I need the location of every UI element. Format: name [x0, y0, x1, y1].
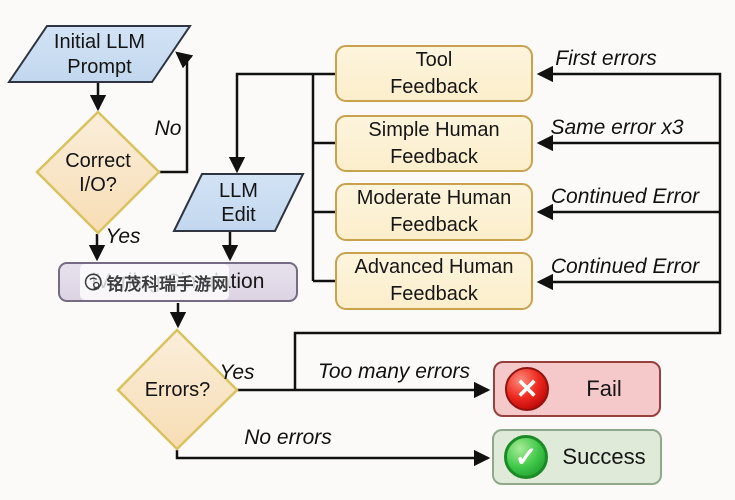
initial-prompt-line1: Initial LLM [53, 31, 146, 54]
moderate-feedback-label-line2: Feedback [390, 214, 478, 236]
edge-noerrors-to-success [175, 449, 491, 467]
correct-io-label: Correct I/O? [37, 133, 159, 213]
moderate-feedback-label-line1: Moderate Human [356, 187, 512, 209]
tool-feedback-label-line2: Feedback [390, 75, 478, 98]
edge-feedback-to-llmedit [228, 72, 335, 174]
edge-label-continued-error-2: Continued Error [550, 255, 700, 279]
connector-lines [88, 51, 722, 467]
edge-label-no: No [154, 117, 182, 141]
correct-io-line1: Correct [65, 149, 131, 172]
tool-feedback-node: Tool Feedback [335, 45, 533, 102]
fail-node: ✕ Fail [493, 361, 661, 417]
watermark-badge: 铭茂科瑞手游网 [80, 264, 229, 300]
advanced-feedback-node: Advanced Human Feedback [335, 252, 533, 310]
edge-no-loop [159, 51, 194, 174]
advanced-feedback-label-line1: Advanced Human [354, 256, 514, 278]
llm-edit-line1: LLM [219, 179, 258, 202]
llm-edit-line2: Edit [221, 204, 256, 226]
edge-label-yes-errors: Yes [219, 361, 255, 385]
initial-prompt-line2: Prompt [67, 55, 132, 78]
llm-edit-label: LLM Edit [174, 175, 303, 231]
correct-io-diamond [35, 110, 161, 235]
initial-prompt-label: Initial LLM Prompt [9, 27, 190, 82]
edge-errorloop-to-tool [293, 65, 722, 390]
advanced-feedback-label-line2: Feedback [390, 283, 478, 305]
success-label: Success [562, 444, 646, 470]
simple-feedback-label-line1: Simple Human [368, 118, 500, 141]
errors-diamond [116, 328, 239, 451]
simple-feedback-node: Simple Human Feedback [335, 115, 533, 172]
fail-label: Fail [586, 376, 622, 402]
x-circle-icon: ✕ [505, 367, 549, 411]
edge-label-continued-error-1: Continued Error [550, 185, 700, 209]
edge-label-no-errors: No errors [244, 425, 332, 449]
watermark-logo-icon [84, 273, 102, 291]
llm-edit-parallelogram [172, 173, 305, 232]
watermark-text: 铭茂科瑞手游网 [106, 274, 229, 294]
simple-feedback-label-line2: Feedback [390, 145, 478, 168]
check-circle-icon: ✓ [504, 435, 548, 479]
edge-label-too-many-errors: Too many errors [317, 359, 471, 383]
errors-label: Errors? [144, 378, 211, 401]
correct-io-line2: I/O? [79, 174, 117, 196]
edge-label-same-error: Same error x3 [550, 116, 684, 140]
initial-prompt-parallelogram [7, 25, 192, 83]
edge-label-first-errors: First errors [555, 47, 657, 71]
success-node: ✓ Success [492, 429, 662, 485]
moderate-feedback-node: Moderate Human Feedback [335, 183, 533, 241]
tool-feedback-label-line1: Tool [415, 48, 453, 71]
edge-label-yes-io: Yes [105, 225, 141, 249]
